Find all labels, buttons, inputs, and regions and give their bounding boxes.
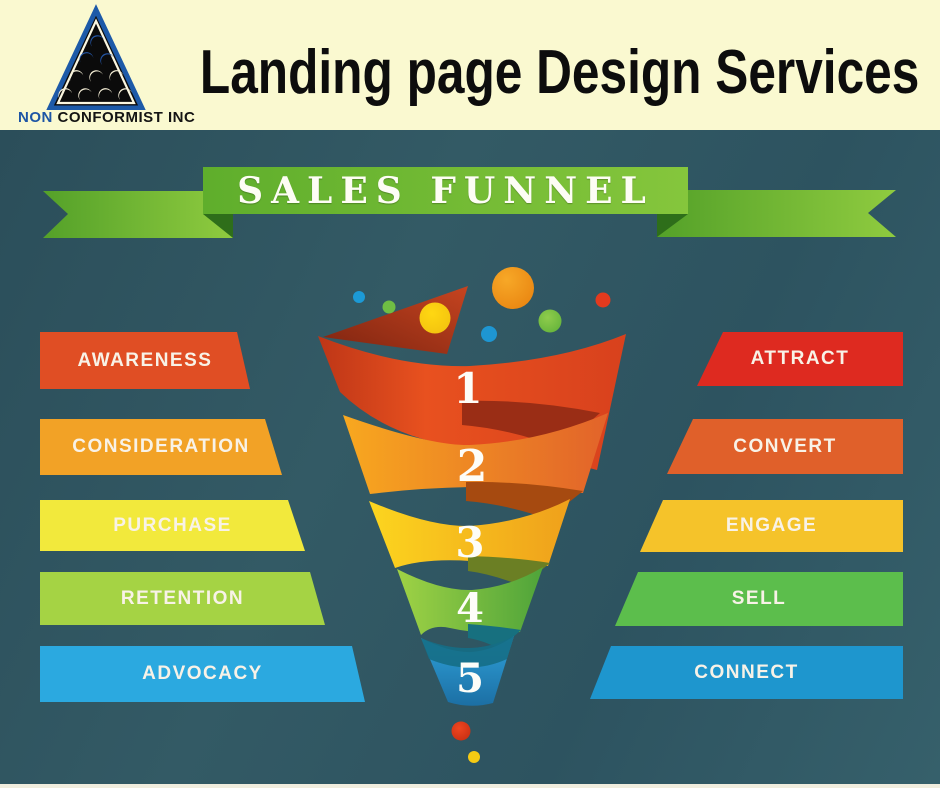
page-title: Landing page Design Services bbox=[200, 37, 920, 107]
stage-bar-advocacy: ADVOCACY bbox=[40, 646, 365, 702]
bubble-yellow-icon bbox=[419, 302, 451, 334]
header: NON CONFORMIST INC Landing page Design S… bbox=[0, 0, 940, 130]
ribbon-left-tail bbox=[43, 191, 233, 238]
stage-bar-consideration: CONSIDERATION bbox=[40, 419, 282, 475]
stage-bar-retention: RETENTION bbox=[40, 572, 325, 625]
ribbon-center bbox=[203, 167, 688, 214]
company-name-highlight: NON bbox=[18, 109, 53, 126]
stage-bar-awareness: AWARENESS bbox=[40, 332, 250, 389]
stage-bar-purchase: PURCHASE bbox=[40, 500, 305, 551]
stage-bar-convert: CONVERT bbox=[667, 419, 903, 474]
company-name-rest: CONFORMIST INC bbox=[52, 109, 196, 126]
banner-title: SALES FUNNEL bbox=[237, 169, 654, 212]
funnel-band-5-inner-shade bbox=[421, 636, 514, 668]
company-logo-triangle-icon bbox=[46, 4, 146, 110]
funnel-number-1: 1 bbox=[453, 364, 482, 413]
bubble-green-icon bbox=[538, 309, 562, 333]
funnel-band-2 bbox=[343, 413, 608, 494]
bubble-small-blue-icon bbox=[353, 291, 365, 303]
bubble-blue-icon bbox=[481, 326, 497, 342]
funnel-number-4: 4 bbox=[456, 585, 484, 632]
stage-bar-attract: ATTRACT bbox=[697, 332, 903, 386]
drip-yellow-icon bbox=[468, 751, 480, 763]
ribbon-right-fold bbox=[657, 214, 688, 237]
bubbles bbox=[353, 267, 611, 763]
funnel-number-3: 3 bbox=[455, 518, 484, 567]
ribbon-left-fold bbox=[203, 214, 233, 238]
logo-triangle-inner-border bbox=[56, 18, 136, 105]
ribbon-right-tail bbox=[657, 190, 896, 237]
stage-bar-engage: ENGAGE bbox=[640, 500, 903, 552]
sales-funnel-ribbon bbox=[43, 167, 896, 238]
funnel-inner-fold-4 bbox=[468, 624, 521, 649]
bottom-border-strip bbox=[0, 784, 940, 788]
stage-bar-sell: SELL bbox=[615, 572, 903, 626]
bubble-small-red-icon bbox=[595, 292, 611, 308]
stage-bar-connect: CONNECT bbox=[590, 646, 903, 699]
funnel-band-4 bbox=[397, 567, 543, 635]
funnel-band-3 bbox=[369, 499, 570, 568]
bubble-big-orange-icon bbox=[492, 267, 534, 309]
funnel-number-5: 5 bbox=[456, 655, 484, 702]
funnel-number-2: 2 bbox=[457, 441, 488, 492]
funnel-spiral: 1 2 3 4 5 bbox=[318, 286, 626, 706]
bubble-small-green-icon bbox=[382, 300, 396, 314]
company-name: NON CONFORMIST INC bbox=[18, 109, 195, 126]
drip-red-icon bbox=[451, 721, 471, 741]
